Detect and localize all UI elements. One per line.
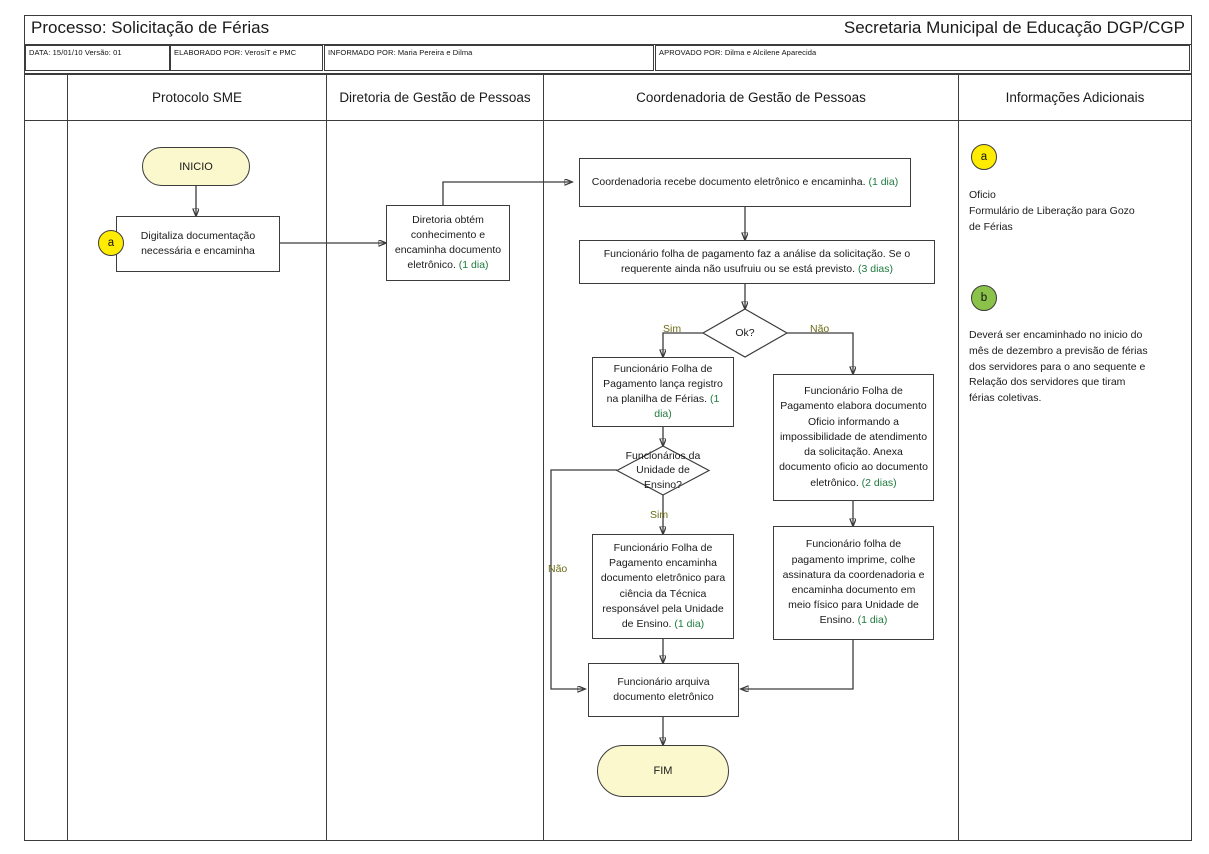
node-imprime-text: Funcionário folha de pagamento imprime, … — [779, 537, 928, 628]
header-divider — [25, 44, 1191, 45]
node-digitaliza-documentacao[interactable]: Digitaliza documentação necessária e enc… — [116, 216, 280, 272]
meta-divider — [24, 73, 1192, 75]
node-arquiva-documento[interactable]: Funcionário arquiva documento eletrônico — [588, 663, 739, 717]
lane-header-protocolo-sme: Protocolo SME — [151, 90, 243, 105]
note-text-a: Oficio Formulário de Liberação para Gozo… — [969, 189, 1135, 233]
edge-label-unidade-sim: Sim — [650, 509, 669, 521]
node-oficio-text: Funcionário Folha de Pagamento elabora d… — [779, 384, 928, 491]
meta-informado-por: INFORMADO POR: Maria Pereira e Dilma — [324, 45, 654, 71]
lane-header-blank — [25, 75, 67, 120]
badge-a-label: a — [107, 237, 115, 249]
node-coordenadoria-label: Coordenadoria recebe documento eletrônic… — [591, 175, 866, 188]
header-meta-row: DATA: 15/01/10 Versão: 01 ELABORADO POR:… — [24, 45, 1192, 73]
note-badge-a: a — [971, 144, 997, 170]
lane-header-informacoes: Informações Adicionais — [1005, 90, 1145, 105]
lane-separator-4 — [958, 75, 959, 841]
note-badge-b: b — [971, 285, 997, 311]
node-imprime-label: Funcionário folha de pagamento imprime, … — [782, 538, 925, 627]
edge-label-ok-nao: Não — [810, 323, 830, 335]
lane-separator-3 — [543, 75, 544, 841]
node-digitaliza-label: Digitaliza documentação necessária e enc… — [140, 229, 256, 257]
decision-funcionarios-unidade-ensino[interactable]: Funcionários da Unidade de Ensino? — [615, 445, 711, 496]
node-analise-solicitacao[interactable]: Funcionário folha de pagamento faz a aná… — [579, 240, 935, 284]
node-coordenadoria-text: Coordenadoria recebe documento eletrônic… — [592, 175, 898, 190]
lane-header-diretoria: Diretoria de Gestão de Pessoas — [339, 90, 531, 105]
node-elabora-oficio-impossibilidade[interactable]: Funcionário Folha de Pagamento elabora d… — [773, 374, 934, 501]
note-badge-a-label: a — [980, 151, 988, 163]
node-diretoria-text: Diretoria obtém conhecimento e encaminha… — [392, 213, 504, 274]
node-diretoria-label: Diretoria obtém conhecimento e encaminha… — [394, 213, 502, 272]
node-imprime-duration: (1 dia) — [857, 614, 888, 627]
node-planilha-duration: (1 dia) — [654, 393, 720, 421]
header-title-row: Processo: Solicitação de Férias Secretar… — [25, 16, 1191, 45]
node-inicio[interactable]: INICIO — [142, 147, 250, 186]
node-inicio-label: INICIO — [179, 160, 213, 173]
lane-header-divider — [24, 120, 1192, 121]
lane-separator-2 — [326, 75, 327, 841]
node-diretoria-obtem-conhecimento[interactable]: Diretoria obtém conhecimento e encaminha… — [386, 205, 510, 281]
node-planilha-text: Funcionário Folha de Pagamento lança reg… — [598, 362, 728, 423]
note-text-b: Deverá ser encaminhado no inicio do mês … — [969, 329, 1148, 404]
edge-label-ok-sim: Sim — [663, 323, 682, 335]
decision-ok[interactable]: Ok? — [701, 308, 789, 358]
node-arquiva-label: Funcionário arquiva documento eletrônico — [613, 675, 714, 703]
node-tecnica-label: Funcionário Folha de Pagamento encaminha… — [600, 541, 726, 630]
node-imprime-colhe-assinatura[interactable]: Funcionário folha de pagamento imprime, … — [773, 526, 934, 640]
node-analise-text: Funcionário folha de pagamento faz a aná… — [585, 247, 929, 277]
node-coordenadoria-recebe[interactable]: Coordenadoria recebe documento eletrônic… — [579, 158, 911, 207]
node-fim-label: FIM — [653, 765, 673, 777]
node-analise-duration: (3 dias) — [857, 263, 893, 275]
edge-label-unidade-nao: Não — [548, 563, 568, 575]
lane-separator-1 — [67, 75, 68, 841]
node-coordenadoria-duration: (1 dia) — [868, 175, 899, 188]
page-title: Processo: Solicitação de Férias — [31, 18, 270, 37]
node-tecnica-duration: (1 dia) — [674, 617, 705, 630]
node-diretoria-duration: (1 dia) — [458, 259, 489, 272]
node-oficio-duration: (2 dias) — [861, 476, 897, 489]
lane-header-coordenadoria: Coordenadoria de Gestão de Pessoas — [636, 90, 866, 105]
node-tecnica-text: Funcionário Folha de Pagamento encaminha… — [598, 541, 728, 632]
meta-data-versao: DATA: 15/01/10 Versão: 01 — [25, 45, 170, 71]
node-encaminha-ciencia-tecnica[interactable]: Funcionário Folha de Pagamento encaminha… — [592, 534, 734, 639]
diagram-frame — [24, 15, 1192, 841]
node-lanca-registro-planilha[interactable]: Funcionário Folha de Pagamento lança reg… — [592, 357, 734, 427]
organization-title: Secretaria Municipal de Educação DGP/CGP — [843, 18, 1185, 37]
badge-a-marker: a — [98, 230, 124, 256]
node-planilha-label: Funcionário Folha de Pagamento lança reg… — [603, 362, 723, 405]
node-analise-label: Funcionário folha de pagamento faz a aná… — [603, 247, 911, 275]
note-badge-b-label: b — [980, 292, 988, 304]
meta-elaborado-por: ELABORADO POR: VerosiT e PMC — [170, 45, 323, 71]
meta-aprovado-por: APROVADO POR: Dilma e Alcilene Aparecida — [655, 45, 1190, 71]
node-fim[interactable]: FIM — [597, 745, 729, 797]
node-oficio-label: Funcionário Folha de Pagamento elabora d… — [779, 385, 928, 489]
